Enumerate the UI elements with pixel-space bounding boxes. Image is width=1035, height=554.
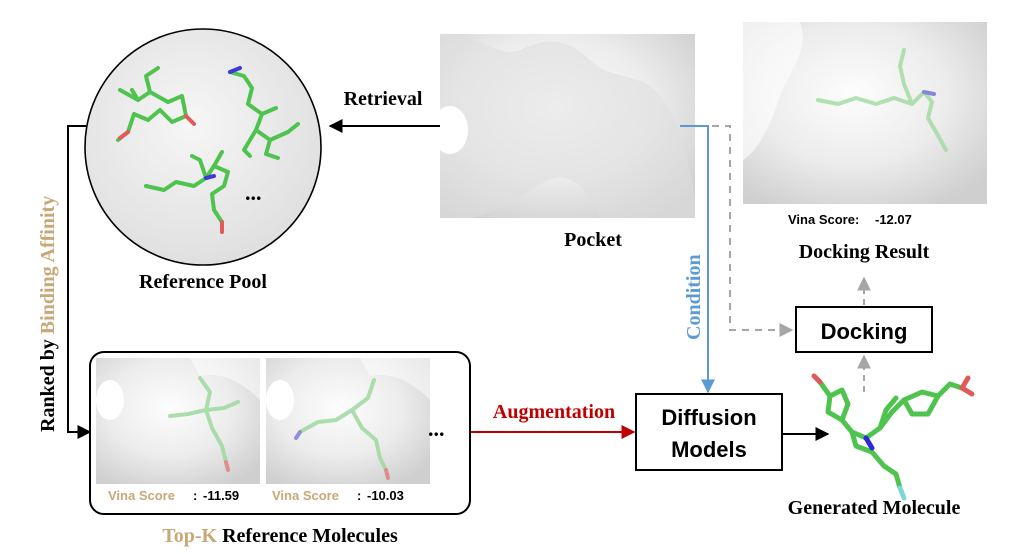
- reference-pool-circle: ...: [84, 28, 322, 266]
- pocket-surface-icon: [432, 33, 695, 218]
- condition-label: Condition: [683, 254, 705, 340]
- condition-arrow: [680, 125, 715, 394]
- docking-vina-colon: :: [855, 212, 859, 227]
- ref1-vina-score: -11.59: [203, 488, 239, 503]
- ranked-arrow: [67, 125, 92, 439]
- generated-molecule-icon: [811, 373, 975, 501]
- pocket-label: Pocket: [564, 229, 622, 251]
- reference-pool-label: Reference Pool: [139, 271, 267, 293]
- docking-result-label: Docking Result: [799, 241, 930, 263]
- pool-ellipsis: ...: [245, 180, 262, 205]
- retrieval-label: Retrieval: [344, 88, 423, 110]
- topk-highlight: Top-K: [162, 525, 217, 547]
- topk-rest: Reference Molecules: [217, 525, 398, 547]
- diffusion-models-box: [635, 393, 783, 471]
- ref2-vina-label: Vina Score: [272, 488, 339, 503]
- reference-molecule-image-1: [96, 358, 260, 484]
- ref1-vina-colon: :: [193, 488, 197, 503]
- ref1-vina-label: Vina Score: [108, 488, 175, 503]
- molecule-icon: [116, 66, 196, 142]
- generated-molecule-label: Generated Molecule: [788, 497, 961, 519]
- ranked-label: Ranked by Binding Affinity: [37, 196, 59, 432]
- docking-result-image: [743, 22, 987, 204]
- ref2-vina-colon: :: [357, 488, 361, 503]
- docking-vina-score: -12.07: [875, 212, 912, 227]
- molecule-icon: [228, 66, 300, 160]
- ref2-vina-score: -10.03: [367, 488, 404, 503]
- diffusion-line1: Diffusion: [661, 405, 756, 430]
- topk-ellipsis: ...: [428, 416, 445, 441]
- topk-label: Top-K Reference Molecules: [162, 525, 398, 547]
- reference-molecule-image-2: [266, 358, 430, 484]
- docking-box-label: Docking: [821, 319, 908, 344]
- molecule-icon: [144, 150, 230, 234]
- svg-text:Ranked by Binding Affinity: Ranked by Binding Affinity: [37, 196, 59, 432]
- ranked-highlight: Binding Affinity: [37, 196, 59, 334]
- augmentation-label: Augmentation: [493, 401, 615, 423]
- pocket-to-docking-arrow: [712, 125, 794, 337]
- docking-vina-label: Vina Score: [788, 212, 855, 227]
- ranked-prefix: Ranked by: [37, 334, 59, 432]
- molecule-icon: [816, 48, 948, 152]
- diffusion-line2: Models: [671, 437, 747, 462]
- docking-box: [795, 306, 933, 353]
